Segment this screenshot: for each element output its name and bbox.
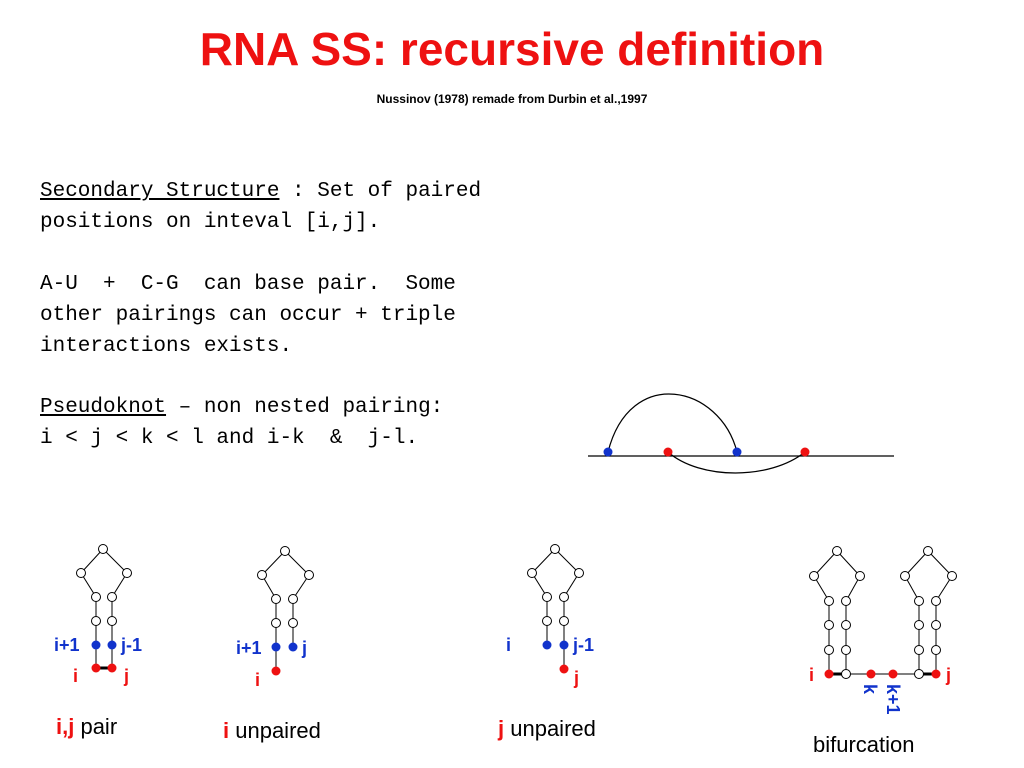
label-k: k — [860, 684, 880, 695]
unpaired-base — [271, 618, 281, 628]
label-i: i — [506, 635, 511, 655]
pseudoknot-diagram — [588, 393, 894, 474]
base-i — [542, 640, 552, 650]
base-i1 — [91, 640, 101, 650]
base-pair-line-1: A-U + C-G can base pair. Some — [40, 273, 456, 296]
blue-dot — [732, 447, 742, 457]
base-i — [824, 669, 834, 679]
base-pair-line-2: other pairings can occur + triple — [40, 304, 456, 327]
label-j-minus-1: j-1 — [120, 635, 142, 655]
secondary-structure-term: Secondary Structure — [40, 180, 280, 203]
caption-bifurcation: bifurcation — [813, 732, 915, 757]
unpaired-base — [271, 594, 281, 604]
base-j1 — [559, 640, 569, 650]
red-dot — [663, 447, 673, 457]
blue-dot — [603, 447, 613, 457]
base-i — [271, 666, 281, 676]
base-i — [91, 663, 101, 673]
unpaired-base — [527, 568, 537, 578]
unpaired-base — [76, 568, 86, 578]
unpaired-base — [574, 568, 584, 578]
label-j: j — [573, 668, 579, 688]
definition-line-2: positions on inteval [i,j]. — [40, 211, 381, 234]
unpaired-base — [98, 544, 108, 554]
bifurcation-labels: i j k k+1 — [809, 665, 951, 715]
base-k1 — [888, 669, 898, 679]
slide-title: RNA SS: recursive definition — [199, 23, 825, 75]
caption-pair-bold: i,j — [56, 714, 75, 739]
unpaired-base — [304, 570, 314, 580]
upper-arc — [607, 393, 738, 453]
label-i: i — [73, 666, 78, 686]
unpaired-base — [280, 546, 290, 556]
unpaired-base — [288, 618, 298, 628]
unpaired-base — [559, 616, 569, 626]
label-i-plus-1: i+1 — [236, 638, 262, 658]
hairpin-pair-panel — [76, 544, 132, 673]
unpaired-base — [107, 592, 117, 602]
label-j: j — [123, 666, 129, 686]
hairpin-pair-labels: i+1 j-1 i j — [54, 635, 142, 686]
pseudoknot-line-2: i < j < k < l and i-k & j-l. — [40, 427, 419, 450]
hairpin-j-unpaired-panel — [527, 544, 584, 674]
unpaired-base — [550, 544, 560, 554]
base-j — [559, 664, 569, 674]
caption-j-unpaired-bold: j — [498, 716, 505, 741]
lower-arc — [667, 451, 806, 474]
base-j — [931, 669, 941, 679]
unpaired-base — [107, 616, 117, 626]
definition-line-1: Secondary Structure : Set of paired — [40, 176, 481, 207]
hairpin-i-unpaired-panel — [257, 546, 314, 676]
label-i: i — [809, 665, 814, 685]
unpaired-base — [122, 568, 132, 578]
caption-pair-rest: pair — [74, 714, 118, 739]
caption-j-unpaired-rest: unpaired — [504, 716, 596, 741]
unpaired-base — [257, 570, 267, 580]
red-dot — [800, 447, 810, 457]
base-i1 — [271, 642, 281, 652]
unpaired-base — [542, 616, 552, 626]
label-k-plus-1: k+1 — [883, 684, 903, 715]
unpaired-base — [91, 592, 101, 602]
base-j1 — [107, 640, 117, 650]
caption-i-unpaired: i unpaired — [223, 718, 321, 744]
caption-i-unpaired-rest: unpaired — [229, 718, 321, 743]
label-j-minus-1: j-1 — [572, 635, 594, 655]
caption-i-unpaired-bold: i — [223, 718, 230, 743]
unpaired-base — [288, 594, 298, 604]
base-j — [107, 663, 117, 673]
unpaired-base — [559, 592, 569, 602]
base-pair-line-3: interactions exists. — [40, 335, 293, 358]
secondary-structure-definition: : Set of paired — [279, 180, 482, 203]
label-i: i — [255, 670, 260, 690]
label-j: j — [301, 638, 307, 658]
label-j: j — [945, 665, 951, 685]
caption-pair: i,j pair — [56, 714, 117, 740]
base-j — [288, 642, 298, 652]
pseudoknot-term: Pseudoknot — [40, 396, 167, 419]
hairpin-j-unpaired-labels: i j-1 j — [506, 635, 594, 688]
caption-j-unpaired: j unpaired — [498, 716, 596, 742]
slide-subtitle: Nussinov (1978) remade from Durbin et al… — [376, 92, 648, 106]
pseudoknot-definition: – non nested pairing: — [166, 396, 444, 419]
base-k — [866, 669, 876, 679]
pseudoknot-line-1: Pseudoknot – non nested pairing: — [40, 392, 443, 423]
unpaired-base — [91, 616, 101, 626]
hairpin-i-unpaired-labels: i+1 j i — [236, 638, 307, 690]
unpaired-base — [542, 592, 552, 602]
bifurcation-panel — [809, 546, 957, 679]
label-i-plus-1: i+1 — [54, 635, 80, 655]
